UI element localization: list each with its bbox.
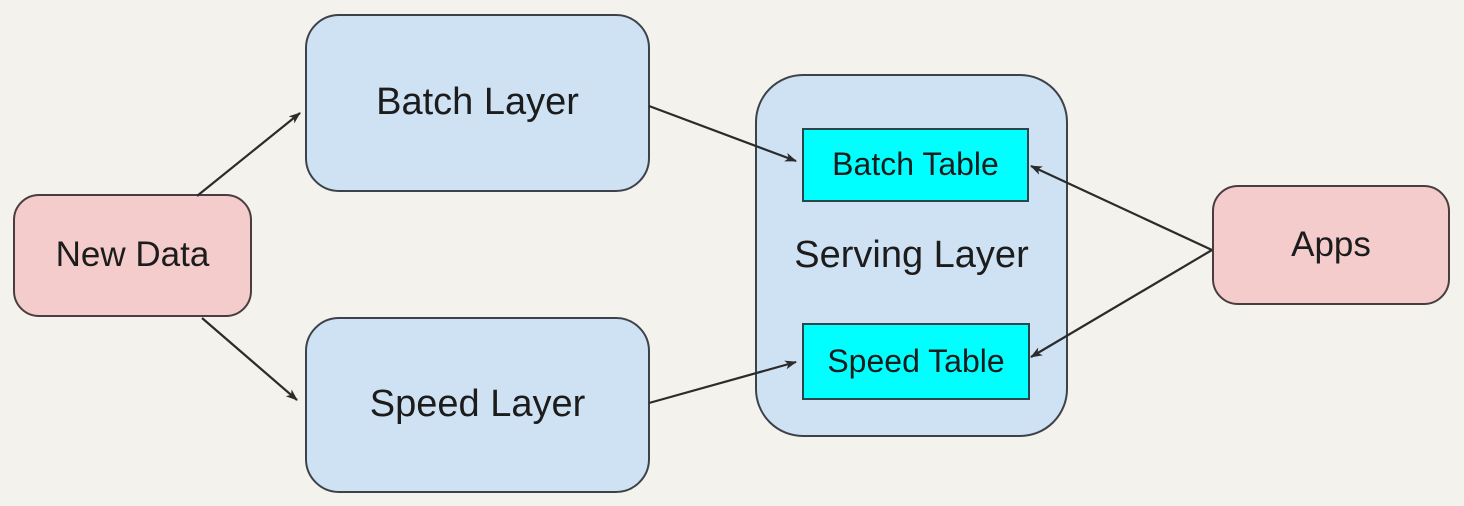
node-batch-table-label: Batch Table [832, 146, 999, 183]
node-speed-table-label: Speed Table [827, 342, 1005, 379]
arrow-new-data-to-speed-layer [201, 317, 298, 401]
node-serving-layer: Batch Table Serving Layer Speed Table [755, 74, 1068, 437]
node-apps-label: Apps [1291, 224, 1371, 264]
node-serving-layer-label: Serving Layer [794, 233, 1029, 276]
node-batch-layer: Batch Layer [305, 14, 650, 192]
node-new-data-label: New Data [55, 235, 210, 275]
node-batch-table: Batch Table [802, 128, 1029, 202]
node-new-data: New Data [13, 194, 252, 317]
node-speed-layer-label: Speed Layer [369, 383, 586, 426]
node-batch-layer-label: Batch Layer [376, 81, 579, 124]
node-speed-table: Speed Table [802, 323, 1030, 400]
arrow-new-data-to-batch-layer [196, 112, 301, 197]
node-speed-layer: Speed Layer [305, 317, 650, 493]
node-apps: Apps [1212, 185, 1450, 305]
